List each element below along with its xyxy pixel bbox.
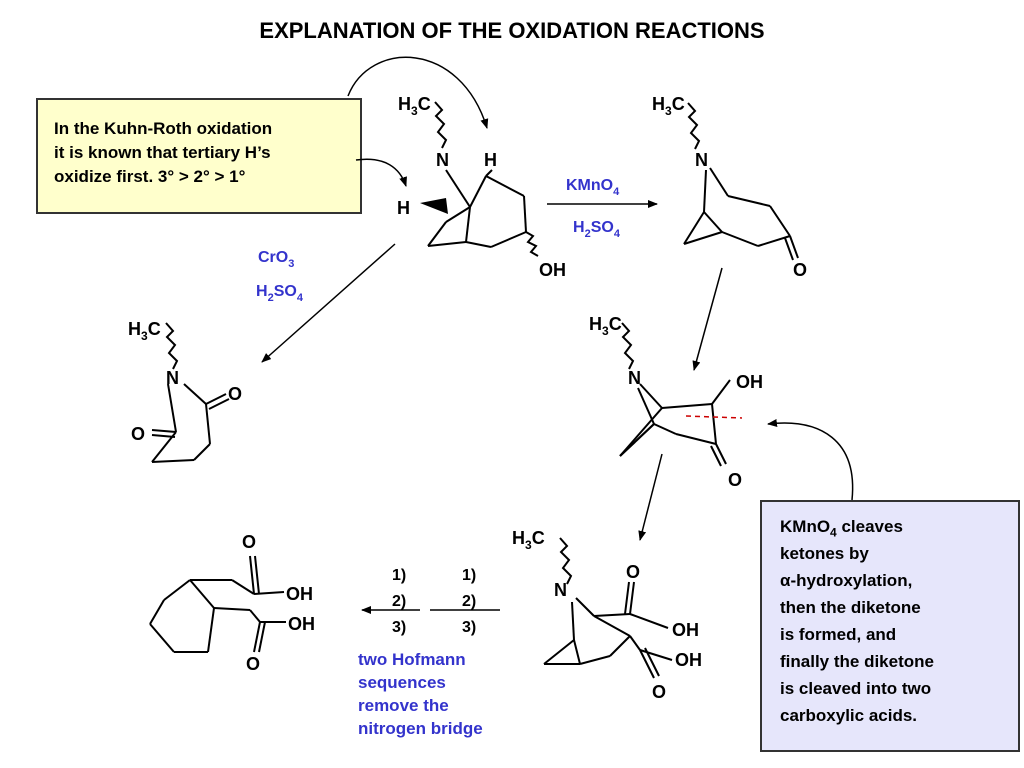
nitrogen-label-4: N [628,368,641,388]
imide-o-label-1: O [228,384,242,404]
methyl-label-3: H3C [128,319,161,343]
ketone-o-label-2: O [728,470,742,490]
cleave-line-2: ketones by [780,544,869,563]
cleavage-explanation-box: KMnO4 cleaves ketones by α-hydroxylation… [760,500,1020,752]
molecule-tropanol-labels: H3C N H H OH [397,94,566,280]
step-2a: 2) [392,593,406,610]
molecule-imide [151,322,230,463]
step-3b: 3) [462,619,476,636]
cleavage-line [685,415,743,419]
methyl-label-4: H3C [589,314,622,338]
bridgehead-h-label: H [484,150,497,170]
arrow-to-hydroxyketone [692,267,723,371]
acid-oh-label-3: OH [286,584,313,604]
reagent-h2so4-left: H2SO4 [256,283,304,304]
hofmann-steps-2: 1) 2) 3) [462,567,476,636]
arrow-cro3 [261,243,396,363]
wedge-bond [420,198,448,214]
cleave-line-5: is formed, and [780,625,897,644]
step-1a: 1) [392,567,406,584]
acid-o-label-3: O [242,532,256,552]
reagent-cro3: CrO3 [258,249,294,270]
methyl-label: H3C [398,94,431,118]
reagent-h2so4-top: H2SO4 [573,219,621,240]
cleave-line-6: finally the diketone [780,652,934,671]
note-line-3: oxidize first. 3° > 2° > 1° [54,167,246,186]
acid-o-label-1: O [626,562,640,582]
step-1b: 1) [462,567,476,584]
methyl-label-2: H3C [652,94,685,118]
molecule-hydroxyketone [619,322,731,467]
step-3a: 3) [392,619,406,636]
hofmann-note-line-3: remove the [358,696,449,715]
cleave-line-4: then the diketone [780,598,921,617]
nitrogen-label: N [436,150,449,170]
hofmann-note-line-1: two Hofmann [358,650,466,669]
molecule-tropanol [427,101,539,257]
curved-arrow-tertiary-h-2 [355,158,407,187]
molecule-cyclohexane-diacid [149,555,286,653]
cleave-line-1: KMnO4 cleaves [780,517,903,540]
note-line-1: In the Kuhn-Roth oxidation [54,119,273,138]
acid-oh-label-4: OH [288,614,315,634]
acid-oh-label-2: OH [675,650,702,670]
cleave-line-8: carboxylic acids. [780,706,918,725]
nitrogen-label-3: N [166,368,179,388]
step-2b: 2) [462,593,476,610]
imide-o-label-2: O [131,424,145,444]
reagent-kmno4: KMnO4 [566,177,620,198]
ketone-o-label: O [793,260,807,280]
nitrogen-label-5: N [554,580,567,600]
hofmann-note-line-4: nitrogen bridge [358,719,483,738]
nitrogen-label-2: N [695,150,708,170]
hofmann-note-line-2: sequences [358,673,446,692]
page-title: EXPLANATION OF THE OXIDATION REACTIONS [259,18,765,43]
curved-arrow-cleavage [767,418,854,501]
acid-o-label-2: O [652,682,666,702]
curved-arrow-tertiary-h-1 [347,56,489,129]
hofmann-note: two Hofmann sequences remove the nitroge… [358,648,483,740]
methyl-label-5: H3C [512,528,545,552]
note-line-2: it is known that tertiary H’s [54,143,271,162]
cleave-line-3: α-hydroxylation, [780,571,913,590]
molecule-tropinone [683,102,799,261]
hydroxyl-label: OH [539,260,566,280]
hydroxyl-label-2: OH [736,372,763,392]
acid-o-label-4: O [246,654,260,674]
acid-oh-label-1: OH [672,620,699,640]
hofmann-steps-1: 1) 2) 3) [392,567,406,636]
wedge-h-label: H [397,198,410,218]
molecule-nitrogen-diacid [543,537,673,679]
cleave-line-7: is cleaved into two [780,679,932,698]
note-box: In the Kuhn-Roth oxidation it is known t… [36,98,362,214]
arrow-to-diacid [638,453,663,541]
